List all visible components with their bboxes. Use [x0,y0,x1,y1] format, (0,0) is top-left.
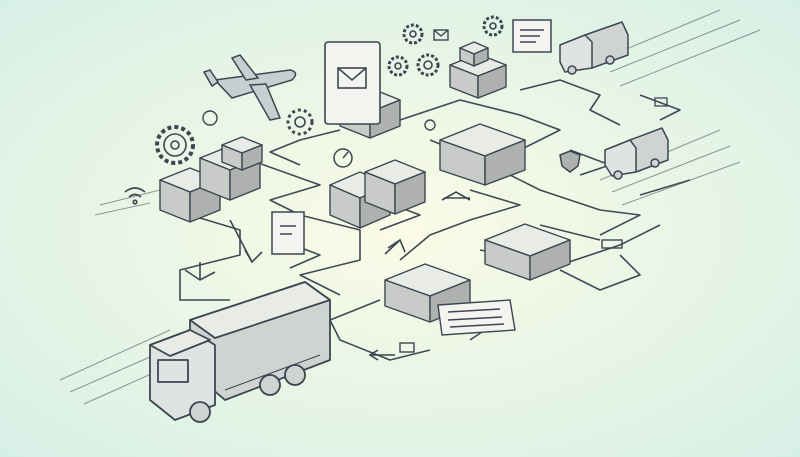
monitor-icon [324,41,381,125]
package-box [484,223,571,281]
arrow-icon-3 [384,238,406,255]
control-panel-icon [437,299,516,336]
envelope-icon [654,97,668,107]
arrow-icon-1 [184,262,216,281]
package-box [221,136,263,171]
circle-icon [202,110,436,131]
package-box [199,145,261,201]
truck-icon-right [604,127,669,180]
envelope-icon [337,67,367,89]
truck-icon-large [149,281,331,423]
arrow-icon-4 [368,349,395,361]
package-box [459,41,489,67]
gauge-icon [333,148,353,168]
tablet-icon [271,211,305,255]
arrow-icon-2 [441,191,471,201]
gear-icon [387,55,409,77]
shield-icon [559,150,581,173]
package-stack-right [484,223,571,281]
gear-icon [416,53,440,77]
package-box [439,123,526,186]
package-stack-top-right [449,41,507,99]
truck-icon-top [559,21,629,75]
gear-icon [402,23,424,45]
package-stack-center [439,123,526,186]
battery-icon [601,239,623,249]
package-stack-left [159,136,263,223]
arrow-icon-5 [229,219,263,264]
package-box [364,159,426,215]
display-panel-icon [512,19,552,53]
airplane-icon [202,54,297,121]
device-icon [399,342,415,353]
wifi-icon [124,187,146,205]
package-stack-middle [329,159,426,229]
envelope-icon [433,29,449,41]
gear-icon [286,108,314,136]
gear-icon [155,125,195,165]
gear-icon [482,15,504,37]
